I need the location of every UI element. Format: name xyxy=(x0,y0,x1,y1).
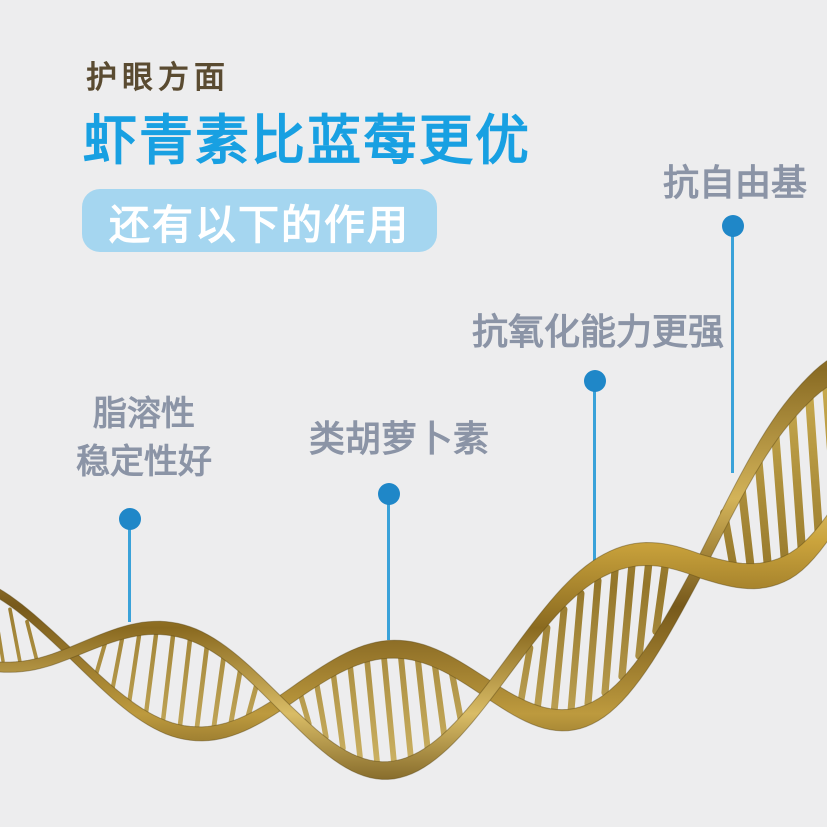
callout-text: 脂溶性 xyxy=(93,395,195,433)
callout-label-antioxidant: 抗氧化能力更强 xyxy=(448,312,748,352)
callout-connector-line-antioxidant xyxy=(593,381,596,573)
callout-text: 抗氧化能力更强 xyxy=(471,311,724,352)
callout-dot-carotenoid xyxy=(378,483,400,505)
callout-text: 类胡萝卜素 xyxy=(308,418,489,459)
page-title: 虾青素比蓝莓更优 xyxy=(83,111,531,171)
callout-connector-line-carotenoid xyxy=(387,494,390,640)
callout-connector-line-anti-free-radical xyxy=(731,226,734,473)
callout-text: 稳定性好 xyxy=(76,443,212,481)
eyebrow-text: 护眼方面 xyxy=(86,60,230,95)
subtitle-pill: 还有以下的作用 xyxy=(82,189,437,252)
callout-text: 抗自由基 xyxy=(662,162,807,203)
subtitle-pill-label: 还有以下的作用 xyxy=(109,201,410,248)
callout-connector-line-lipid-solubility xyxy=(128,519,131,622)
callout-dot-lipid-solubility xyxy=(119,508,141,530)
callout-label-carotenoid: 类胡萝卜素 xyxy=(279,419,519,459)
callout-dot-antioxidant xyxy=(584,370,606,392)
callout-label-lipid-solubility: 脂溶性 稳定性好 xyxy=(24,390,264,486)
callout-label-anti-free-radical: 抗自由基 xyxy=(615,163,827,203)
callout-dot-anti-free-radical xyxy=(722,215,744,237)
